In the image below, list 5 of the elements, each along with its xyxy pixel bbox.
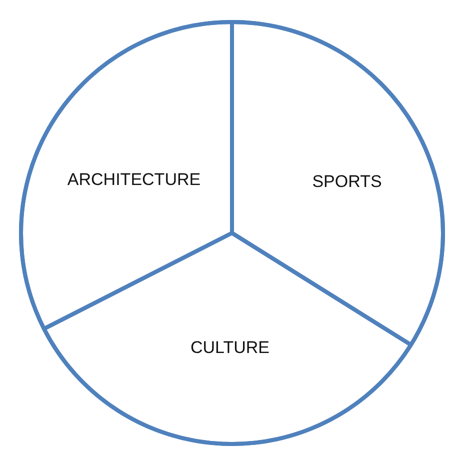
sector-label: CULTURE [190, 338, 270, 358]
pie-sector [44, 233, 411, 444]
sector-label: SPORTS [312, 172, 382, 192]
sector-label: ARCHITECTURE [67, 170, 201, 190]
pie-sector [21, 22, 232, 329]
